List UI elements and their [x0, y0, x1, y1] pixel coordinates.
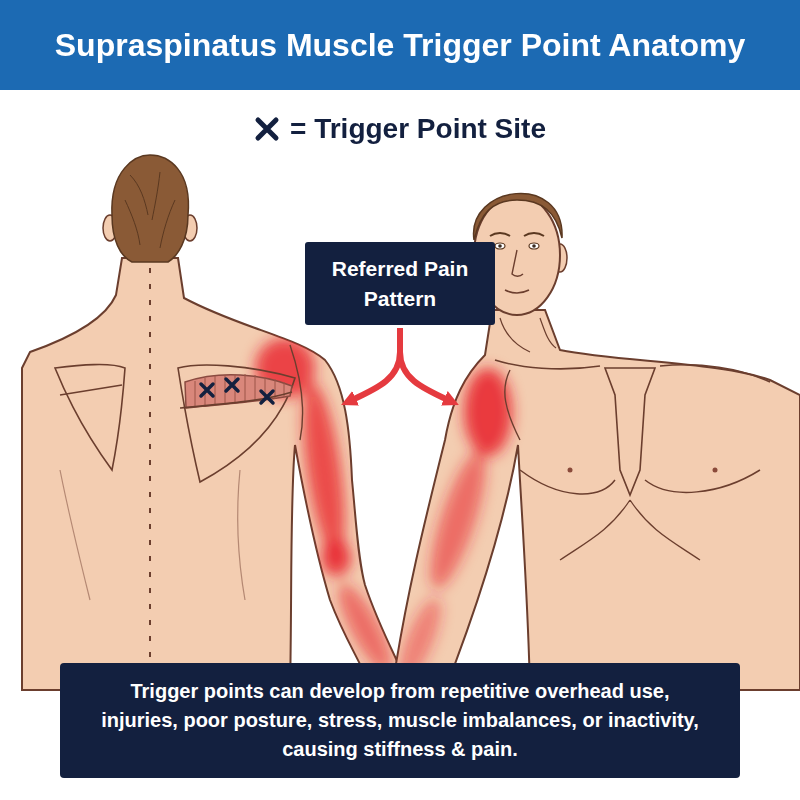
header-band	[0, 0, 800, 90]
eye	[495, 243, 505, 249]
pupil	[498, 244, 502, 248]
hair-strands	[125, 172, 175, 248]
legend-label: = Trigger Point Site	[290, 113, 546, 145]
spine-line	[149, 268, 151, 690]
node-label: Referred Pain Pattern	[323, 254, 477, 313]
scapula-outline	[178, 365, 295, 482]
pain-area	[295, 380, 353, 559]
trigger-point-x	[261, 391, 273, 403]
pupil	[532, 244, 536, 248]
nose	[512, 250, 523, 276]
legend: = Trigger Point Site	[0, 106, 800, 152]
caption-box: Trigger points can develop from repetiti…	[60, 663, 740, 778]
referred-pain-front	[391, 368, 512, 687]
hair	[112, 155, 189, 262]
back-contour	[60, 470, 245, 600]
deltoid-contour	[505, 370, 520, 440]
front-body	[392, 310, 800, 690]
trigger-point-x	[201, 384, 213, 396]
nipple	[713, 468, 718, 473]
nipple	[568, 468, 573, 473]
title-holder: Supraspinatus Muscle Trigger Point Anato…	[0, 0, 800, 90]
hair	[474, 193, 563, 240]
clavicle	[495, 360, 770, 382]
scapula-outline	[55, 365, 125, 470]
mouth	[505, 290, 529, 293]
arrow-branch	[352, 328, 400, 400]
callout-box: Referred Pain Pattern	[305, 242, 495, 325]
pain-area	[464, 368, 512, 456]
pain-area	[321, 540, 351, 576]
trigger-point-x	[258, 120, 276, 138]
deltoid-contour	[290, 345, 303, 440]
legend-symbol	[254, 116, 280, 142]
scapula-spine	[60, 385, 122, 395]
caption: Trigger points can develop from repetiti…	[100, 677, 700, 764]
referred-pain-arrow	[352, 328, 448, 400]
pectoral-contour	[520, 470, 760, 494]
muscle-fibres	[195, 374, 284, 406]
eyebrows	[490, 233, 544, 236]
back-view-figure	[22, 155, 410, 690]
title: Supraspinatus Muscle Trigger Point Anato…	[55, 27, 745, 64]
arrow-branch	[400, 352, 448, 400]
rib-contour	[560, 500, 700, 560]
legend-item: = Trigger Point Site	[254, 113, 546, 145]
eye	[529, 243, 539, 249]
neck-contour	[500, 318, 556, 352]
trigger-point-x	[226, 379, 238, 391]
scapula-spine	[180, 392, 292, 408]
sternum	[605, 368, 655, 495]
pain-area	[420, 446, 497, 593]
trigger-point-marks	[201, 379, 273, 403]
